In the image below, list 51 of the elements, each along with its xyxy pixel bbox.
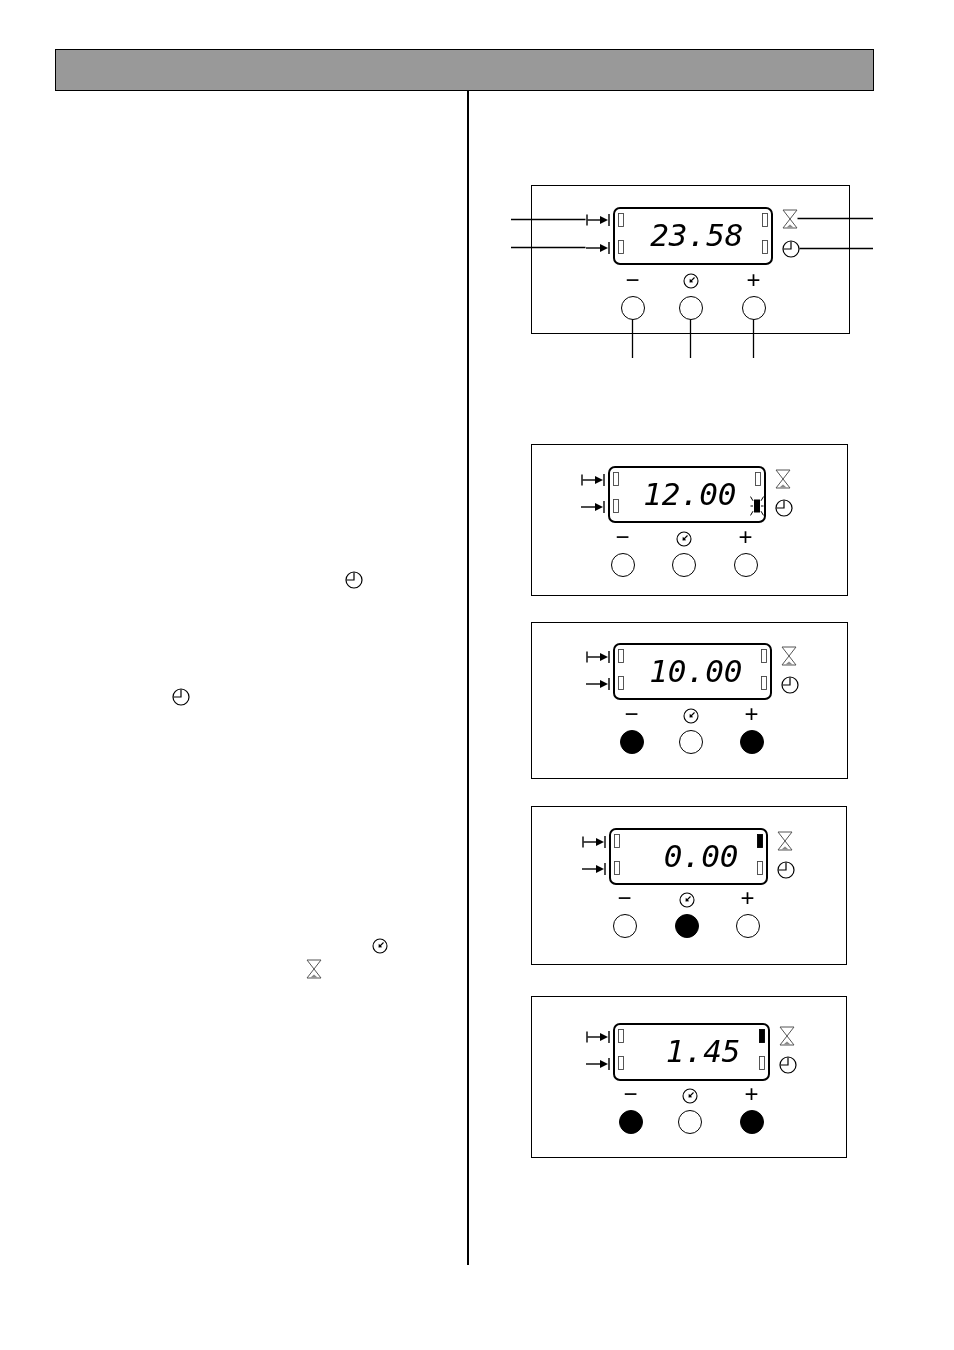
control-button: [610, 552, 635, 577]
leader-line: [631, 318, 634, 359]
control-button: [674, 913, 699, 938]
control-panel: [531, 622, 848, 779]
button-label: −: [616, 885, 633, 910]
control-panel: [531, 806, 847, 965]
control-button: [620, 295, 645, 320]
control-button: [618, 1109, 643, 1134]
arrow-icon: [585, 240, 610, 255]
button-label: +: [737, 524, 754, 549]
lcd-display: [612, 642, 772, 700]
button-label: +: [745, 267, 762, 292]
lcd-display: [612, 206, 773, 265]
time-readout: 23.58: [650, 220, 744, 251]
control-button: [735, 913, 760, 938]
control-button: [612, 913, 637, 938]
control-button: [678, 729, 703, 754]
button-label: +: [743, 701, 760, 726]
control-button: [677, 1109, 702, 1134]
button-label: −: [622, 1081, 639, 1106]
control-panel: [531, 444, 848, 596]
bar-arrow-icon: [585, 212, 610, 227]
lcd-display: [612, 1022, 770, 1081]
button-label: −: [623, 701, 640, 726]
time-readout: 0.00: [663, 840, 739, 872]
control-button: [671, 552, 696, 577]
control-button: [678, 295, 703, 320]
button-label: −: [614, 524, 631, 549]
leader-line: [796, 217, 874, 220]
control-panel: [531, 996, 847, 1158]
control-button: [739, 729, 764, 754]
time-readout: 10.00: [649, 655, 743, 687]
control-button: [739, 1109, 764, 1134]
lcd-display: [608, 827, 768, 885]
leader-line: [752, 318, 755, 359]
control-button: [619, 729, 644, 754]
hourglass-icon: [781, 208, 798, 229]
control-button: [741, 295, 766, 320]
leader-line: [510, 246, 587, 249]
leader-line: [510, 218, 587, 221]
clock-icon: [781, 239, 800, 258]
control-button: [733, 552, 758, 577]
lcd-display: [607, 465, 766, 523]
button-label: +: [739, 885, 756, 910]
button-label: +: [743, 1081, 760, 1106]
button-label: −: [624, 267, 641, 292]
time-readout: 1.45: [665, 1036, 741, 1067]
time-readout: 12.00: [643, 478, 737, 510]
control-panel: [531, 185, 850, 334]
leader-line: [798, 247, 874, 250]
leader-line: [689, 318, 692, 359]
